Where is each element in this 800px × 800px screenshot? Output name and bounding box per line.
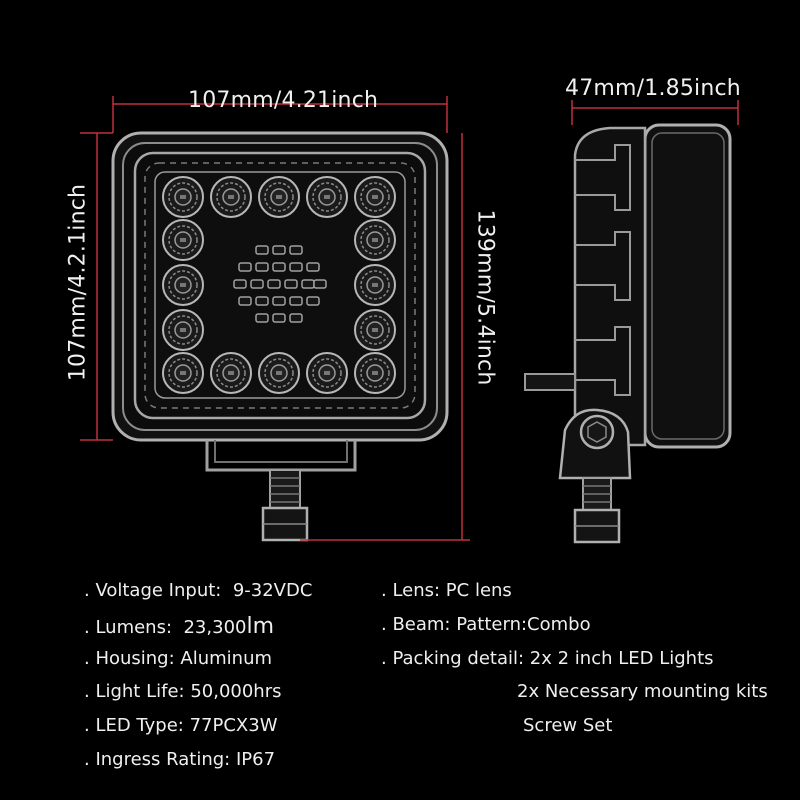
spec-light-life-value: 50,000hrs (190, 681, 282, 702)
spec-packing-label: . Packing detail: (381, 648, 525, 669)
total-height-label: 139mm/5.4inch (472, 209, 498, 386)
spec-lumens-unit: lm (246, 614, 275, 639)
spec-lumens-label: . Lumens: (84, 617, 173, 638)
led-right-1 (354, 219, 396, 261)
front-dimension-lines (80, 96, 470, 541)
led-top-3 (258, 176, 300, 218)
spec-packing-line-1: 2x 2 inch LED Lights (529, 648, 714, 669)
spec-led-type-value: 77PCX3W (189, 715, 278, 736)
spec-packing: . Packing detail: 2x 2 inch LED Lights (381, 648, 714, 669)
led-right-3 (354, 309, 396, 351)
spec-light-life: . Light Life: 50,000hrs (84, 681, 282, 702)
front-lens-frame (133, 151, 427, 420)
led-bottom-4 (306, 352, 348, 394)
spec-lumens: . Lumens: 23,300lm (84, 614, 274, 639)
front-view (111, 131, 449, 542)
spec-packing-line-3: Screw Set (523, 715, 613, 736)
led-right-2 (354, 264, 396, 306)
front-width-label: 107mm/4.21inch (188, 88, 379, 113)
led-left-2 (162, 264, 204, 306)
side-lens-housing (643, 123, 732, 449)
spec-light-life-label: . Light Life: (84, 681, 185, 702)
led-left-3 (162, 309, 204, 351)
led-top-4 (306, 176, 348, 218)
spec-ingress: . Ingress Rating: IP67 (84, 749, 275, 770)
spec-packing-line-2: 2x Necessary mounting kits (517, 681, 768, 702)
side-dimension-lines (571, 100, 739, 125)
spec-ingress-value: IP67 (235, 749, 276, 770)
spec-housing: . Housing: Aluminum (84, 648, 272, 669)
led-top-1 (162, 176, 204, 218)
spec-voltage: . Voltage Input: 9-32VDC (84, 580, 312, 601)
spec-housing-value: Aluminum (180, 648, 273, 669)
spec-voltage-value: 9-32VDC (232, 580, 313, 601)
spec-lens: . Lens: PC lens (381, 580, 512, 601)
side-view (524, 123, 732, 544)
spec-voltage-label: . Voltage Input: (84, 580, 222, 601)
spec-beam: . Beam: Pattern:Combo (381, 614, 591, 635)
side-body (573, 126, 647, 447)
side-cable (524, 373, 576, 391)
spec-housing-label: . Housing: (84, 648, 175, 669)
spec-ingress-label: . Ingress Rating: (84, 749, 231, 770)
led-top-2 (210, 176, 252, 218)
led-bottom-2 (210, 352, 252, 394)
front-bracket (205, 440, 357, 472)
spec-led-type: . LED Type: 77PCX3W (84, 715, 278, 736)
front-height-label: 107mm/4.2.1inch (65, 183, 91, 382)
led-bottom-1 (162, 352, 204, 394)
led-bottom-5 (354, 352, 396, 394)
led-bottom-3 (258, 352, 300, 394)
spec-led-type-label: . LED Type: (84, 715, 184, 736)
spec-lumens-value: 23,300 (183, 617, 247, 638)
side-depth-label: 47mm/1.85inch (565, 76, 741, 101)
led-top-5 (354, 176, 396, 218)
led-left-1 (162, 219, 204, 261)
